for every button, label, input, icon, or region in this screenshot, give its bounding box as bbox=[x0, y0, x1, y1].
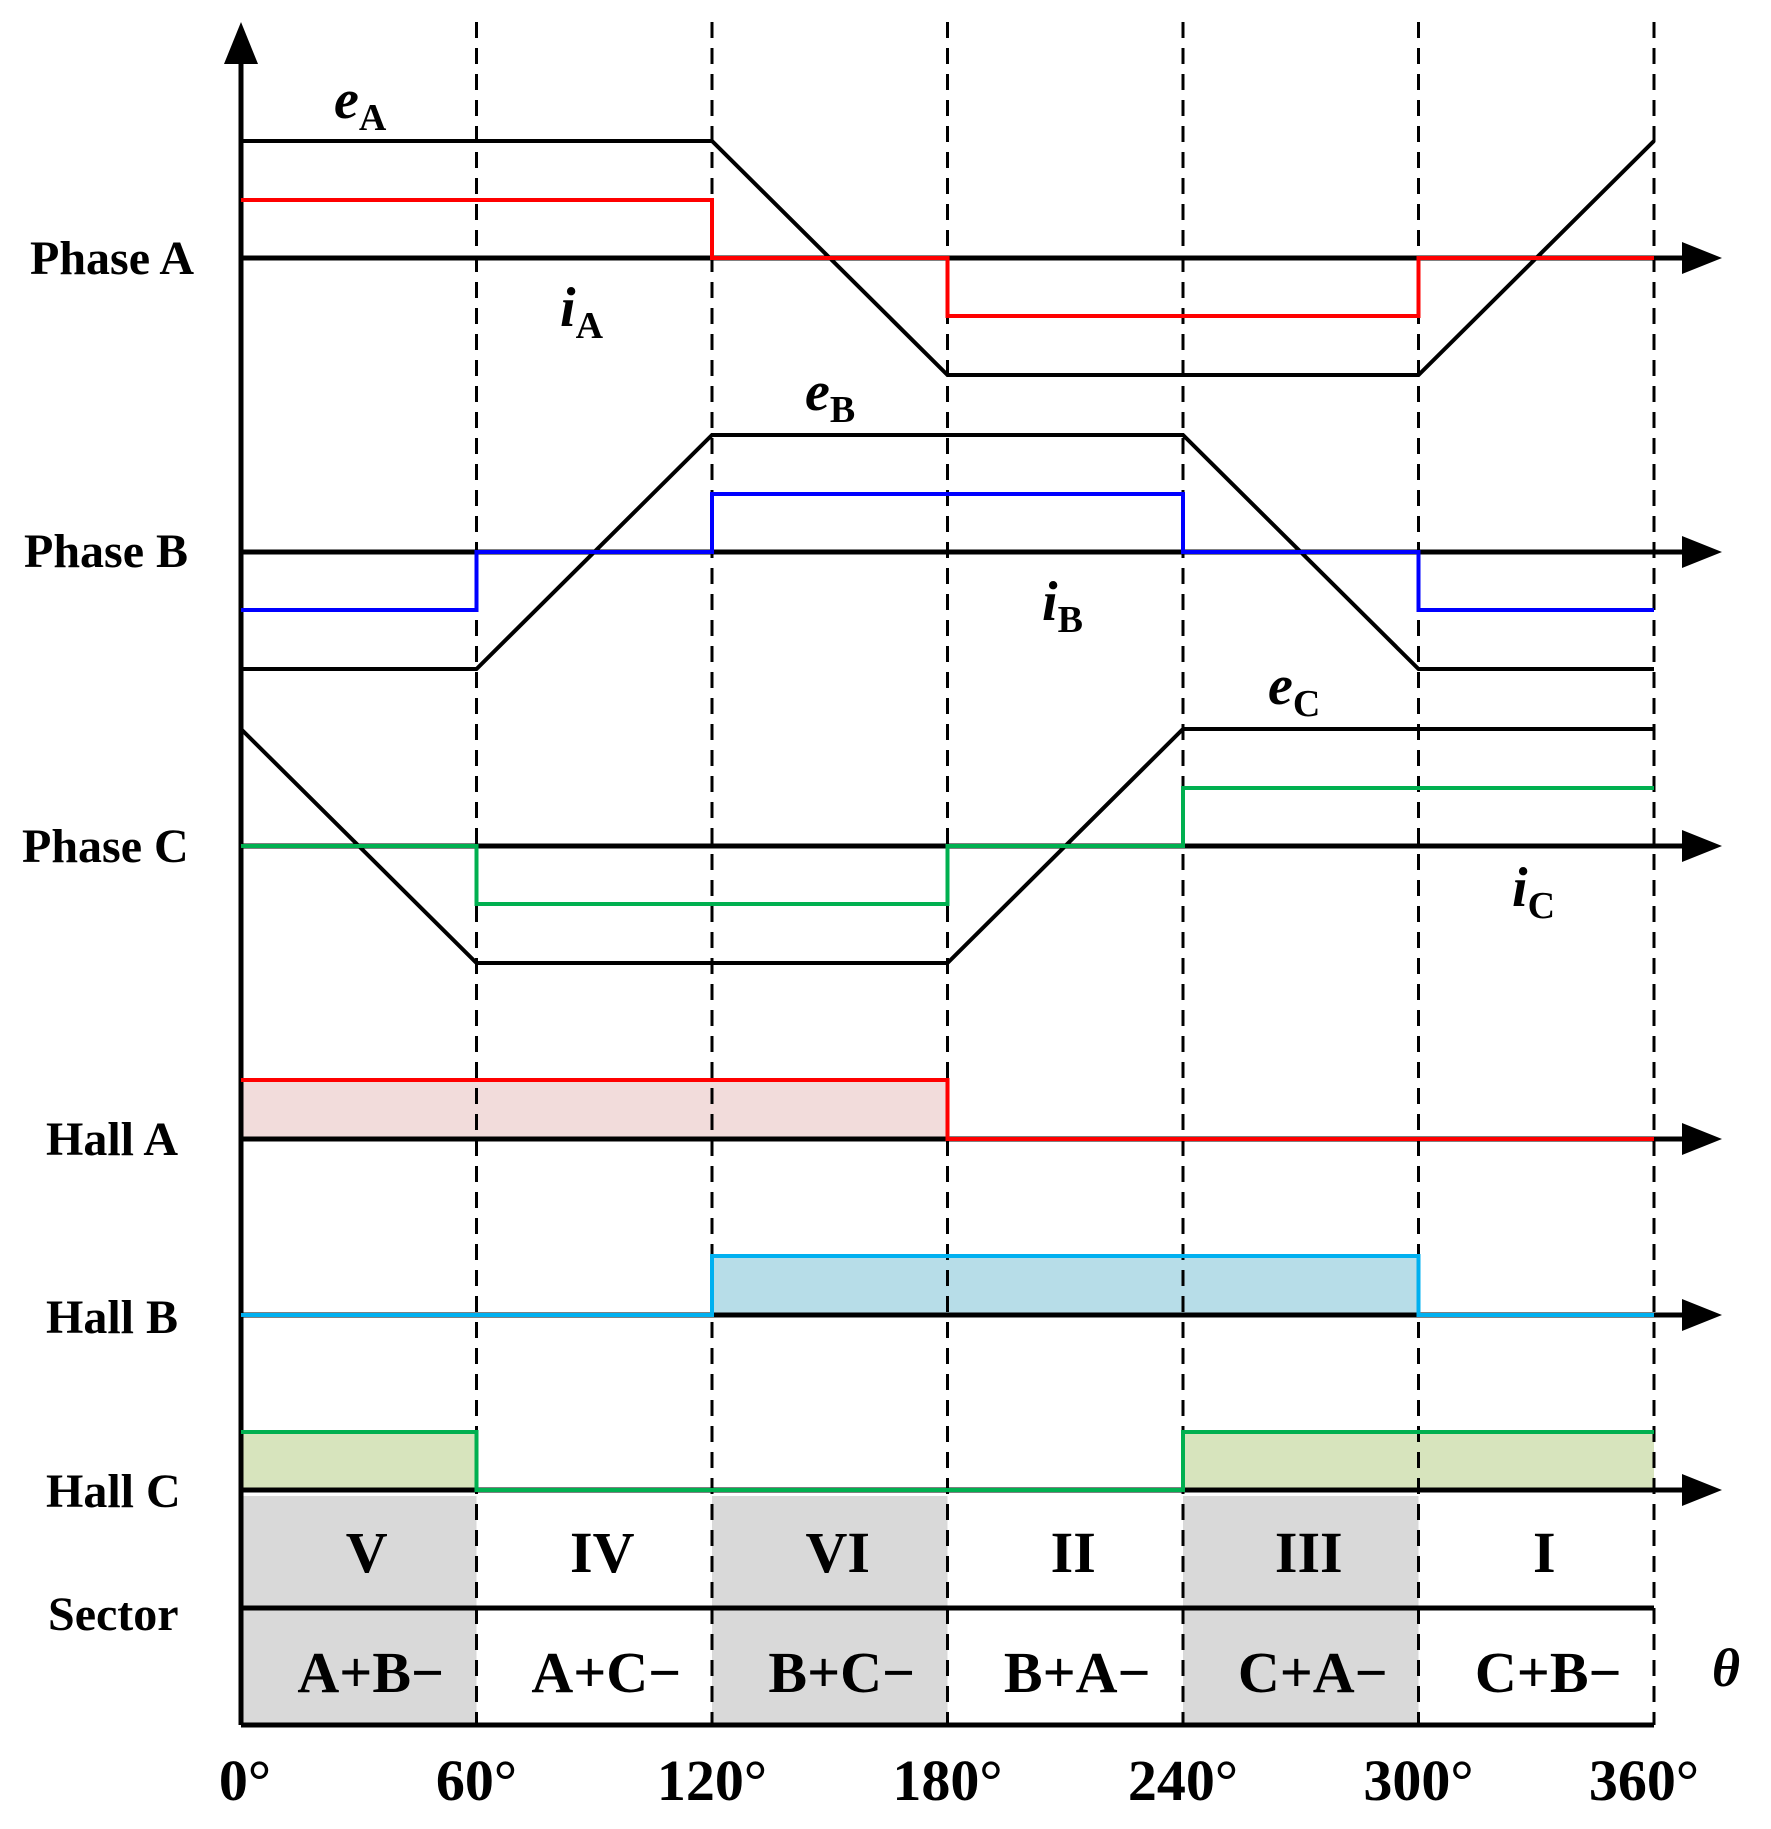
row-label-hall-c: Hall C bbox=[46, 1465, 181, 1518]
hall-b-axis-arrowhead bbox=[1682, 1299, 1722, 1331]
phase-a-axis-arrowhead bbox=[1682, 242, 1722, 274]
sector-label: I bbox=[1533, 1520, 1556, 1585]
conduction-label: B+A− bbox=[1004, 1640, 1151, 1705]
row-labels: Phase A Phase B Phase C Hall A Hall B Ha… bbox=[22, 232, 194, 1641]
tick-label: 300° bbox=[1363, 1748, 1473, 1813]
tick-label: 180° bbox=[892, 1748, 1002, 1813]
row-label-phase-a: Phase A bbox=[30, 232, 194, 285]
conduction-labels: A+B− A+C− B+C− B+A− C+A− C+B− bbox=[297, 1640, 1621, 1705]
phase-c-axis-arrowhead bbox=[1682, 830, 1722, 862]
hall-a-high-fill bbox=[241, 1080, 948, 1139]
sector-label: III bbox=[1275, 1520, 1343, 1585]
vertical-axis-arrowhead bbox=[224, 22, 258, 64]
conduction-label: A+B− bbox=[297, 1640, 444, 1705]
tick-label: 360° bbox=[1589, 1748, 1699, 1813]
back-emf-ec bbox=[239, 727, 1654, 965]
label-ec: eC bbox=[1268, 655, 1320, 725]
tick-label: 240° bbox=[1128, 1748, 1238, 1813]
label-eb: eB bbox=[805, 361, 855, 431]
waveform-labels: eA iA eB iB eC iC bbox=[334, 69, 1555, 927]
label-ic: iC bbox=[1512, 857, 1555, 927]
row-label-hall-a: Hall A bbox=[46, 1113, 178, 1166]
theta-axis-label: θ bbox=[1712, 1638, 1740, 1698]
hall-a-axis-arrowhead bbox=[1682, 1123, 1722, 1155]
label-ia: iA bbox=[560, 277, 604, 347]
conduction-label: B+C− bbox=[768, 1640, 915, 1705]
tick-label: 0° bbox=[219, 1748, 271, 1813]
angle-tick-labels: 0° 60° 120° 180° 240° 300° 360° bbox=[219, 1748, 1699, 1813]
back-emf-ea bbox=[241, 139, 1656, 377]
waveforms-layer bbox=[239, 139, 1656, 1492]
sector-label: V bbox=[346, 1520, 388, 1585]
hall-b-signal bbox=[241, 1254, 1654, 1317]
phase-current-ib bbox=[241, 492, 1654, 612]
hall-c-axis-arrowhead bbox=[1682, 1474, 1722, 1506]
phase-current-ic bbox=[241, 786, 1654, 906]
row-label-phase-c: Phase C bbox=[22, 820, 189, 873]
hall-c-signal bbox=[241, 1430, 1654, 1492]
hall-b-high-fill bbox=[712, 1256, 1419, 1315]
row-label-phase-b: Phase B bbox=[24, 525, 188, 578]
sector-label: VI bbox=[806, 1520, 870, 1585]
sector-label: II bbox=[1051, 1520, 1096, 1585]
label-ib: iB bbox=[1042, 571, 1083, 641]
tick-label: 120° bbox=[657, 1748, 767, 1813]
conduction-label: C+B− bbox=[1475, 1640, 1622, 1705]
tick-label: 60° bbox=[436, 1748, 517, 1813]
conduction-label: A+C− bbox=[531, 1640, 681, 1705]
hall-a-signal bbox=[241, 1078, 1654, 1141]
conduction-label: C+A− bbox=[1238, 1640, 1388, 1705]
hall-c-high-fill bbox=[241, 1432, 477, 1490]
phase-b-axis-arrowhead bbox=[1682, 536, 1722, 568]
label-ea: eA bbox=[334, 69, 387, 139]
sector-label: IV bbox=[570, 1520, 635, 1585]
row-label-sector: Sector bbox=[48, 1588, 179, 1641]
row-label-hall-b: Hall B bbox=[46, 1291, 178, 1344]
phase-current-ia bbox=[241, 198, 1654, 318]
back-emf-eb bbox=[241, 433, 1654, 671]
